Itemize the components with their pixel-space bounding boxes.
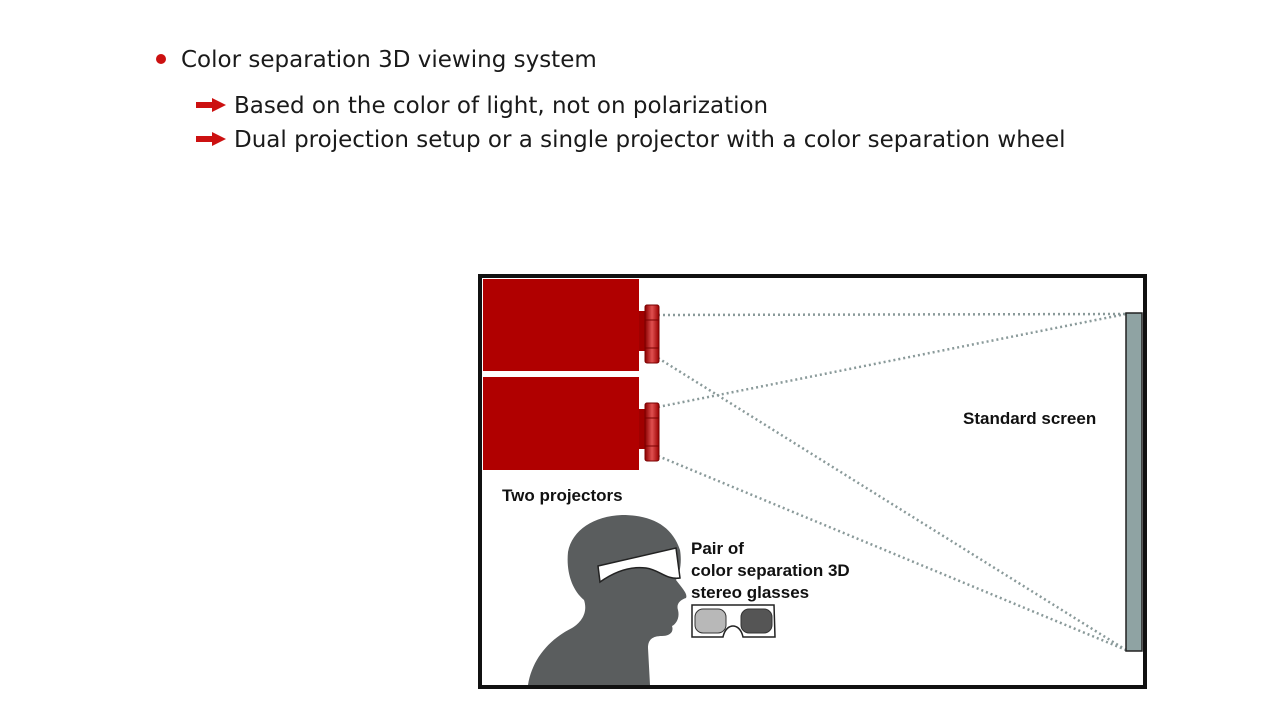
glasses-label-line-3: stereo glasses (691, 583, 810, 602)
screen-label: Standard screen (963, 409, 1097, 428)
light-beams (657, 312, 1127, 652)
beam-top-to-bottom (657, 356, 1127, 652)
worn-glasses-icon (597, 547, 681, 584)
bullet-dot-icon (156, 53, 166, 64)
red-arrow-icon (196, 97, 226, 112)
glasses-label: Pair of color separation 3D stereo glass… (691, 538, 850, 604)
sub-bullet-1-text: Based on the color of light, not on pola… (234, 93, 769, 119)
standard-screen (1125, 312, 1143, 652)
sub-bullet-1: Based on the color of light, not on pola… (196, 90, 768, 122)
stereo-glasses-icon (691, 604, 776, 638)
glasses-label-line-2: color separation 3D (691, 561, 850, 580)
sub-bullet-2-text: Dual projection setup or a single projec… (234, 127, 1066, 153)
glasses-label-line-1: Pair of (691, 539, 744, 558)
main-bullet: Color separation 3D viewing system (156, 44, 597, 76)
beam-top-to-top (657, 312, 1127, 317)
main-bullet-text: Color separation 3D viewing system (181, 47, 597, 73)
projectors-label: Two projectors (502, 486, 623, 505)
projector-bottom-lens (639, 402, 660, 462)
red-arrow-icon (196, 131, 226, 146)
projector-top-lens (639, 304, 660, 364)
sub-bullet-2: Dual projection setup or a single projec… (196, 124, 1066, 156)
projector-top (483, 279, 639, 371)
projector-bottom (483, 377, 639, 470)
